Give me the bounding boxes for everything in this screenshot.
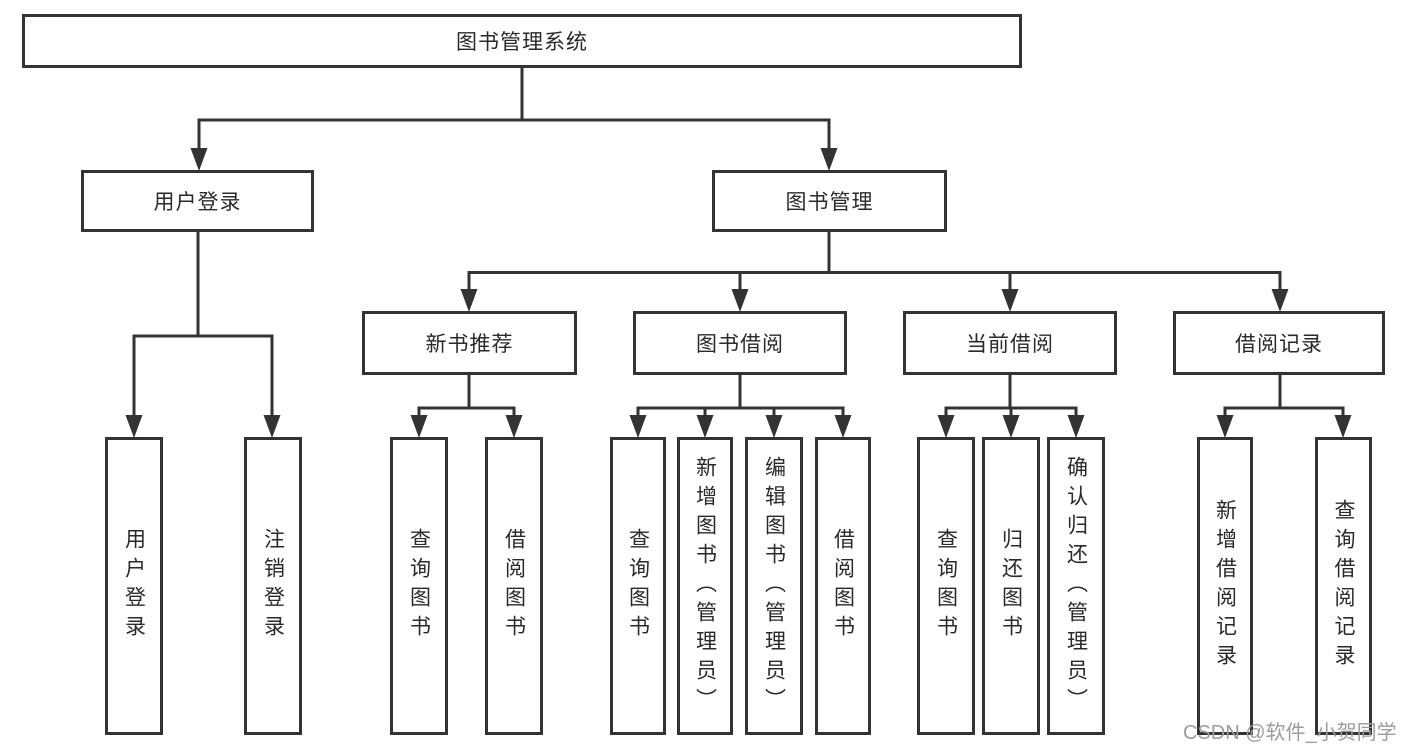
node-label: 查询借阅记录 xyxy=(1332,499,1355,673)
node-label: 图书借阅 xyxy=(696,333,784,356)
node-label: 确认归还（管理员） xyxy=(1064,455,1088,717)
node-label: 当前借阅 xyxy=(966,333,1054,356)
leaf-borrow-books: 借阅图书 xyxy=(485,437,543,735)
node-book-borrow: 图书借阅 xyxy=(633,311,847,375)
node-label: 借阅记录 xyxy=(1235,333,1323,356)
node-label: 图书管理系统 xyxy=(456,31,588,54)
node-label: 用户登录 xyxy=(122,528,146,644)
node-label: 新书推荐 xyxy=(425,333,514,356)
leaf-logout: 注销登录 xyxy=(244,437,302,735)
leaf-confirm-return-admin: 确认归还（管理员） xyxy=(1047,437,1105,735)
node-label: 注销登录 xyxy=(261,528,285,644)
node-current-borrow: 当前借阅 xyxy=(903,311,1117,375)
node-library-management-system: 图书管理系统 xyxy=(22,14,1022,68)
node-label: 新增借阅记录 xyxy=(1213,499,1237,673)
leaf-user-login: 用户登录 xyxy=(105,437,163,735)
node-label: 查询图书 xyxy=(934,528,958,644)
leaf-return-books: 归还图书 xyxy=(982,437,1040,735)
node-label: 借阅图书 xyxy=(502,528,526,644)
node-user-login-branch: 用户登录 xyxy=(81,170,314,232)
leaf-query-books: 查询图书 xyxy=(610,437,666,735)
leaf-add-books-admin: 新增图书（管理员） xyxy=(677,437,733,735)
leaf-borrow-books: 借阅图书 xyxy=(815,437,871,735)
leaf-query-borrow-record: 查询借阅记录 xyxy=(1315,437,1372,735)
node-borrow-records: 借阅记录 xyxy=(1173,311,1385,375)
node-label: 查询图书 xyxy=(626,528,650,644)
leaf-add-borrow-record: 新增借阅记录 xyxy=(1197,437,1253,735)
node-label: 借阅图书 xyxy=(831,528,855,644)
leaf-query-books: 查询图书 xyxy=(390,437,448,735)
node-label: 编辑图书（管理员） xyxy=(762,455,786,717)
node-book-management-branch: 图书管理 xyxy=(712,170,947,232)
csdn-watermark: CSDN @软件_小贺同学 xyxy=(1183,722,1397,744)
node-label: 图书管理 xyxy=(785,191,874,214)
node-label: 新增图书（管理员） xyxy=(693,455,717,717)
node-new-book-recommend: 新书推荐 xyxy=(362,311,577,375)
node-label: 查询图书 xyxy=(407,528,431,644)
node-label: 归还图书 xyxy=(999,528,1023,644)
node-label: 用户登录 xyxy=(153,191,242,214)
leaf-edit-books-admin: 编辑图书（管理员） xyxy=(745,437,803,735)
leaf-query-books: 查询图书 xyxy=(917,437,975,735)
